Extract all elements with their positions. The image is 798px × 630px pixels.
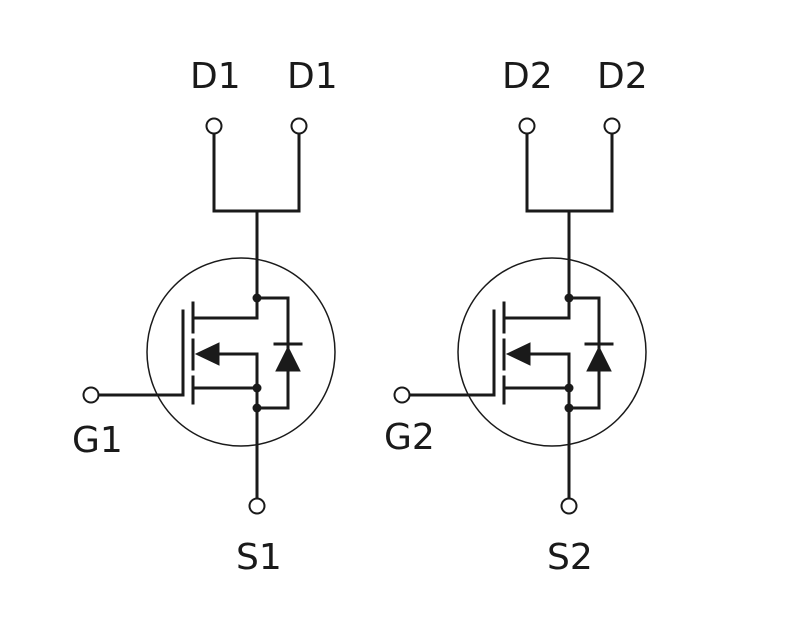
drain-2-inner-wire [502, 296, 571, 320]
pin-d1-right [290, 117, 308, 135]
body-1-arrow-icon [194, 342, 220, 366]
junction-2-diode [564, 403, 574, 413]
label-d2-left: D2 [502, 56, 553, 97]
mosfet-2: D2 D2 G2 S2 [384, 56, 648, 578]
label-g2: G2 [384, 417, 435, 458]
body-2-arrow-icon [505, 342, 531, 366]
drain-2-tie-wire [525, 132, 614, 213]
drain-1-inner-wire [191, 296, 259, 320]
label-s2: S2 [547, 537, 593, 578]
junction-2-drain [564, 293, 574, 303]
pin-d2-right [603, 117, 621, 135]
diode-2-wire [567, 296, 601, 410]
pin-d1-left [205, 117, 223, 135]
junction-1-diode [252, 403, 262, 413]
diode-2-triangle-icon [586, 345, 612, 372]
junction-2-source [564, 383, 574, 393]
label-d1-left: D1 [190, 56, 241, 97]
mosfet-2-body-circle [457, 257, 647, 447]
label-d2-right: D2 [597, 56, 648, 97]
diode-1-wire [255, 296, 290, 410]
junction-1-drain [252, 293, 262, 303]
drain-1-tie-wire [212, 132, 301, 213]
pin-s1 [248, 497, 266, 515]
junction-1-source [252, 383, 262, 393]
label-g1: G1 [72, 420, 123, 461]
pin-d2-left [518, 117, 536, 135]
diode-1-triangle-icon [275, 345, 301, 372]
label-s1: S1 [236, 537, 282, 578]
label-d1-right: D1 [287, 56, 338, 97]
pin-g1 [82, 386, 100, 404]
mosfet-1: D1 D1 G1 S1 [72, 56, 338, 578]
mosfet-1-body-circle [146, 257, 336, 447]
pin-s2 [560, 497, 578, 515]
pin-g2 [393, 386, 411, 404]
